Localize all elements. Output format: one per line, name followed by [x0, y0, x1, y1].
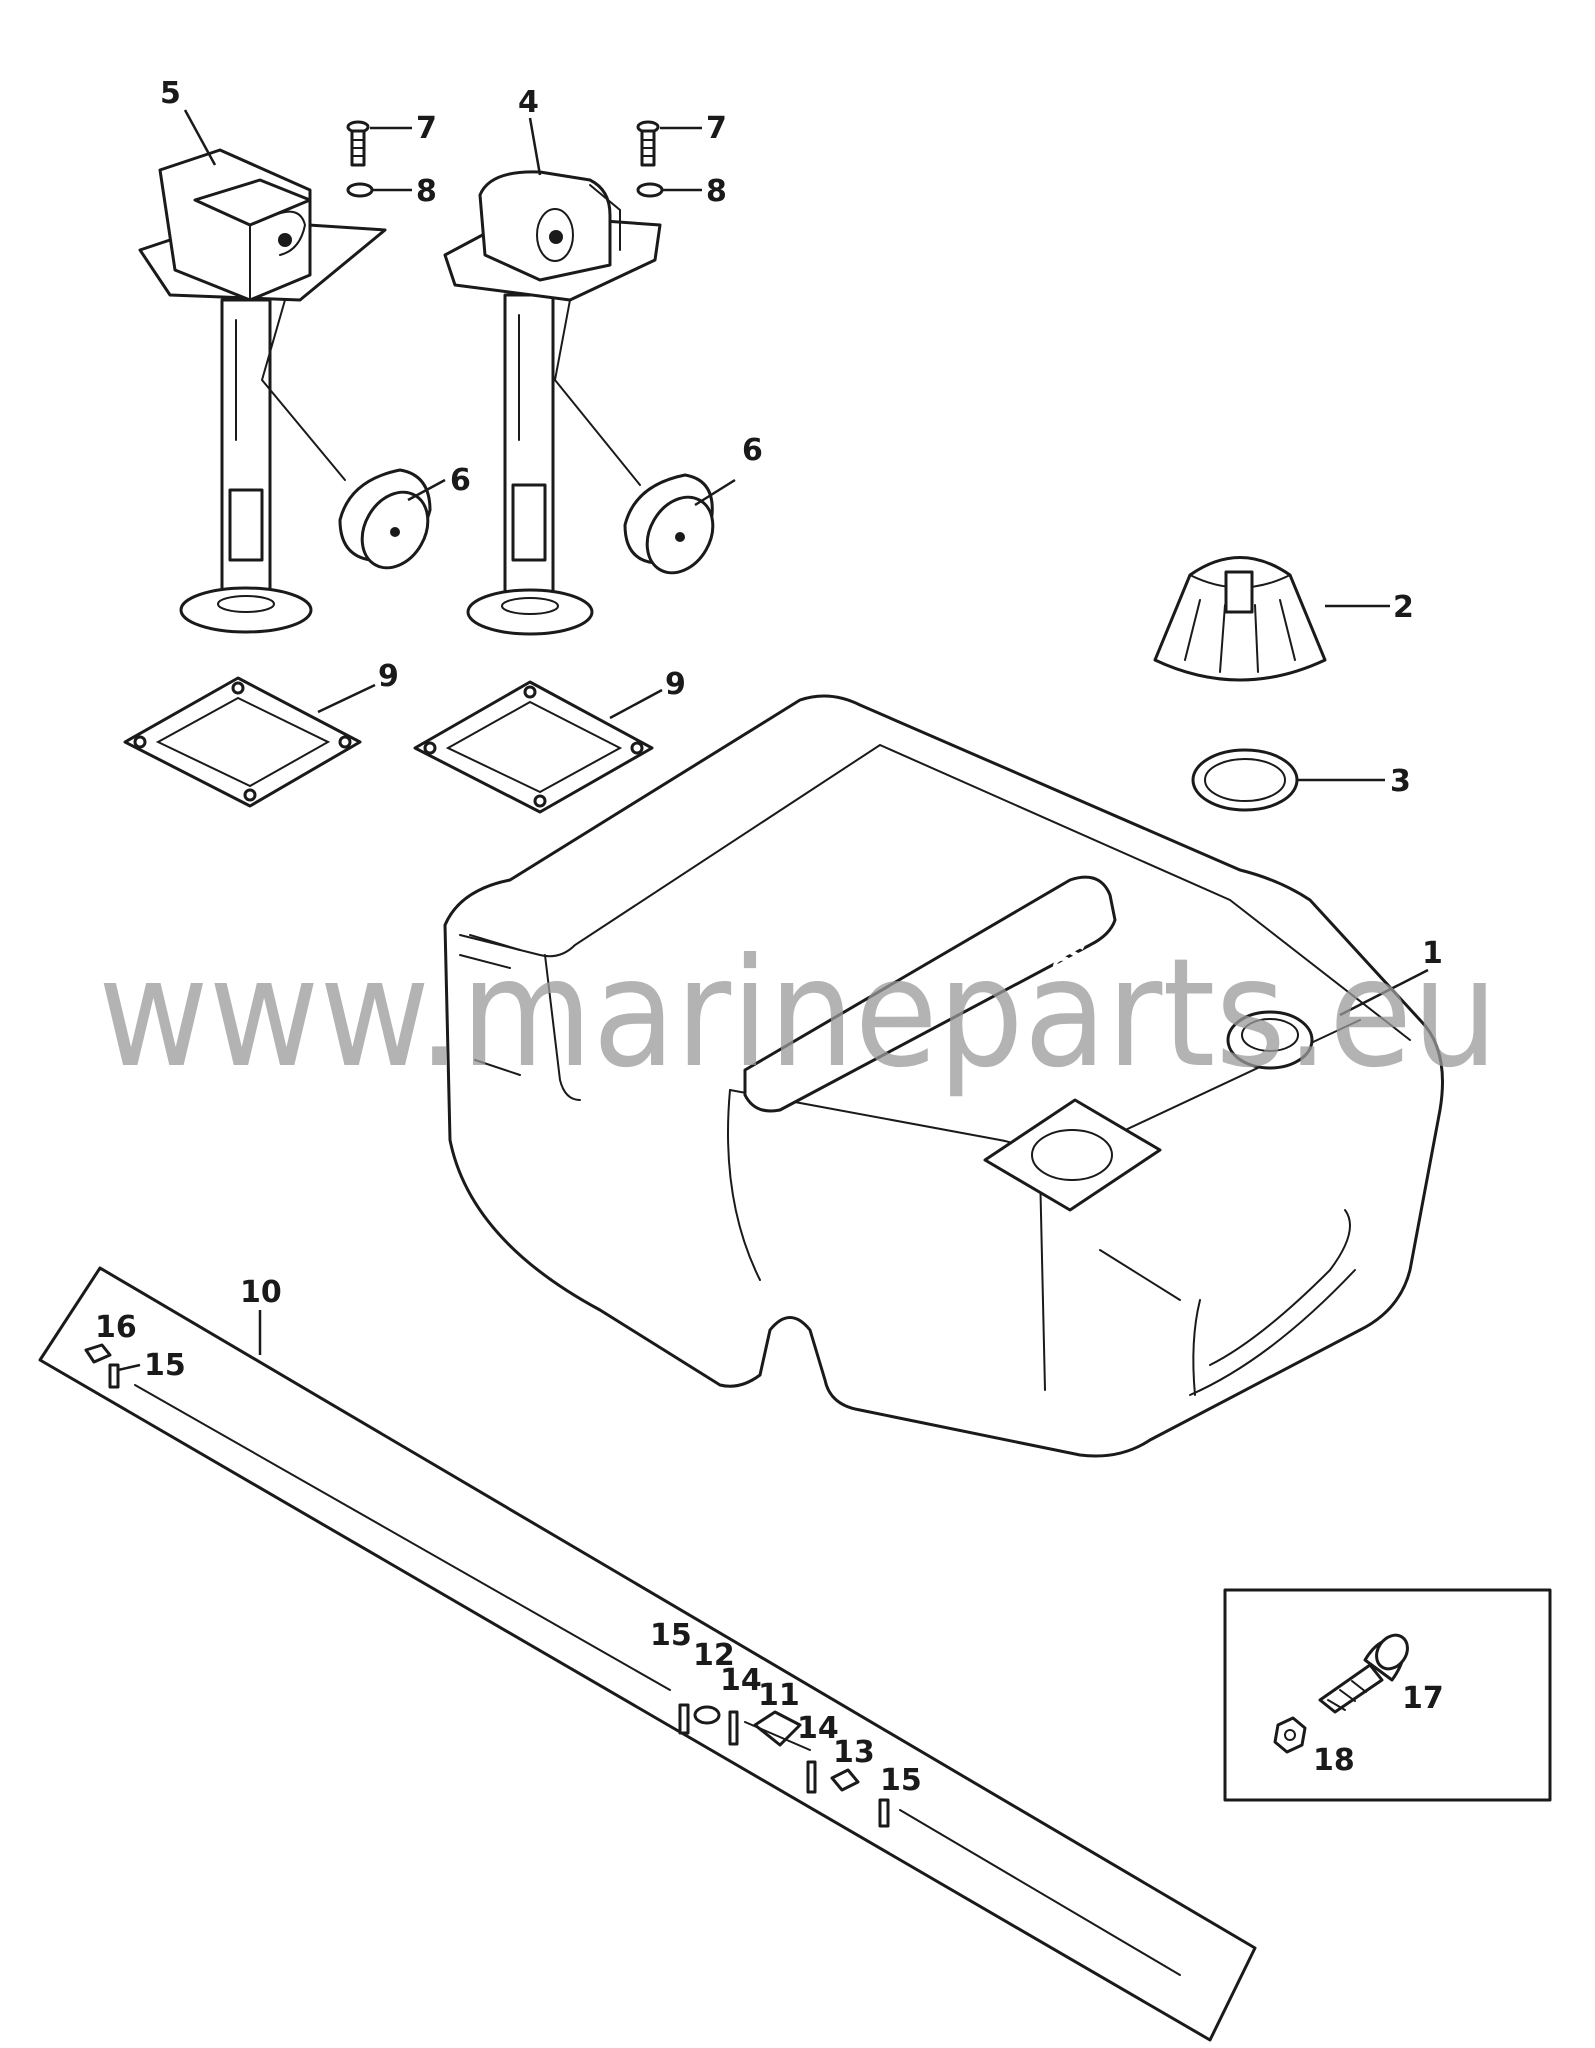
fuel-fitting-part-17 [1318, 1633, 1409, 1714]
callout-9-right: 9 [665, 667, 686, 702]
callout-8-left: 8 [416, 174, 437, 209]
callout-3: 3 [1390, 764, 1411, 799]
callout-2: 2 [1393, 590, 1414, 625]
washer-part-8-left [346, 182, 374, 198]
callout-6-left: 6 [450, 463, 471, 498]
fuel-cap-part-2 [1153, 556, 1327, 682]
nut-part-18 [1273, 1716, 1307, 1754]
callout-12: 12 [693, 1638, 735, 1673]
clip-part-15-lower [878, 1798, 890, 1828]
screw-part-7-left [346, 120, 370, 167]
callout-13: 13 [833, 1735, 875, 1770]
callout-8-right: 8 [706, 174, 727, 209]
callouts: 1 2 3 4 5 6 6 7 7 8 8 9 9 10 11 12 13 14… [95, 76, 1444, 1798]
callout-11: 11 [758, 1678, 800, 1713]
callout-6-right: 6 [742, 433, 763, 468]
clamp-part-14-left [728, 1710, 739, 1746]
inset-box [1223, 1588, 1552, 1802]
callout-15-middle: 15 [650, 1618, 692, 1653]
callout-17: 17 [1402, 1681, 1444, 1716]
screw-part-7-right [636, 120, 660, 167]
callout-7-right: 7 [706, 111, 727, 146]
callout-14-left: 14 [720, 1663, 762, 1698]
clip-part-15-upper [108, 1363, 120, 1389]
clamp-part-14-right [806, 1760, 817, 1794]
fuel-tank-part-1: QUICKSILVER [443, 694, 1444, 1458]
callout-7-left: 7 [416, 111, 437, 146]
washer-part-8-right [636, 182, 664, 198]
pickup-tube-box-part-10 [38, 1266, 1257, 2042]
callout-5: 5 [160, 76, 181, 111]
filter-part-11 [744, 1710, 811, 1751]
callout-4: 4 [518, 85, 539, 120]
o-ring-part-3 [1191, 748, 1299, 812]
grommet-part-16 [84, 1343, 112, 1364]
leader-lines [117, 109, 1429, 1372]
callout-10: 10 [240, 1275, 282, 1310]
clip-part-15-middle [678, 1703, 690, 1735]
gasket-part-9-left [123, 676, 362, 808]
callout-9-left: 9 [378, 659, 399, 694]
callout-15-upper: 15 [144, 1348, 186, 1383]
fuel-sender-gauge-part-5 [138, 148, 432, 634]
fitting-part-13 [830, 1768, 860, 1792]
connector-part-12 [693, 1705, 721, 1725]
callout-15-lower: 15 [880, 1763, 922, 1798]
callout-1: 1 [1422, 936, 1443, 971]
watermark: www.marineparts.eu [98, 927, 1498, 1101]
callout-14-right: 14 [797, 1711, 839, 1746]
fuel-sender-part-4 [443, 170, 715, 636]
callout-16: 16 [95, 1310, 137, 1345]
gasket-part-9-right [413, 680, 654, 814]
callout-18: 18 [1313, 1743, 1355, 1778]
